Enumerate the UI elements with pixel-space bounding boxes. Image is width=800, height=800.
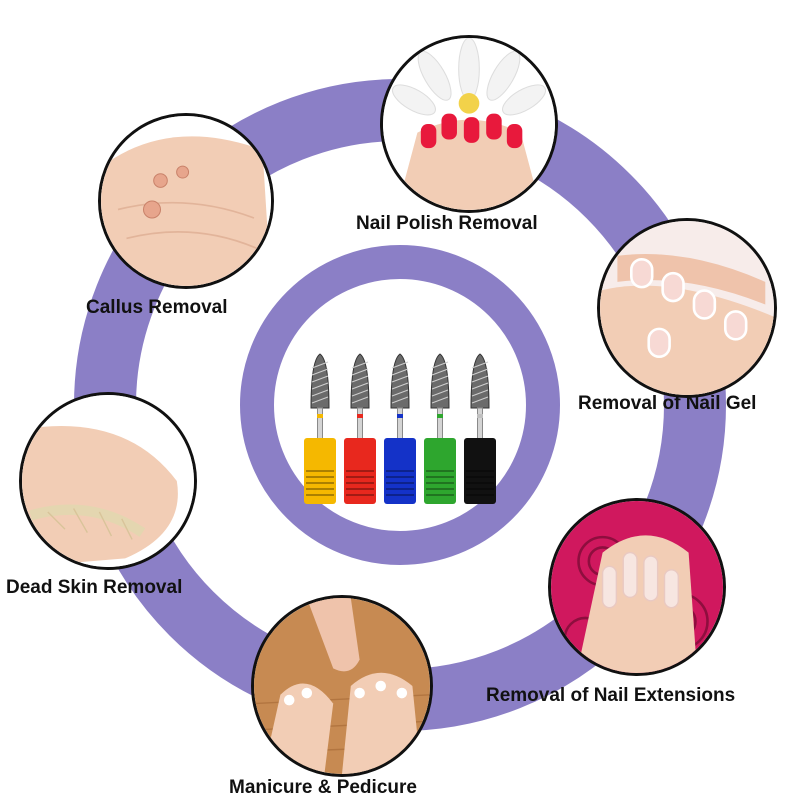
manicure-pedicure-label: Manicure & Pedicure: [229, 777, 417, 798]
callus-photo: [98, 113, 274, 289]
nail-extensions-photo: [548, 498, 726, 676]
nail-polish-photo: [380, 35, 558, 213]
drill-bit-3: [384, 353, 416, 504]
callus-removal-label: Callus Removal: [86, 297, 228, 318]
inner-ring: [240, 245, 560, 565]
nail-gel-photo: [597, 218, 777, 398]
drill-bit-2: [344, 353, 376, 504]
drill-bit-1: [304, 353, 336, 504]
removal-of-nail-gel-label: Removal of Nail Gel: [578, 393, 757, 414]
drill-bit-4: [424, 353, 456, 504]
drill-bit-5: [464, 353, 496, 504]
manicure-pedicure-photo: [251, 595, 433, 777]
removal-of-nail-extensions-label: Removal of Nail Extensions: [486, 685, 736, 706]
dead-skin-photo: [19, 392, 197, 570]
nail-polish-removal-label: Nail Polish Removal: [356, 213, 538, 234]
nail-drill-bits-image: [304, 353, 496, 504]
dead-skin-removal-label: Dead Skin Removal: [6, 577, 183, 598]
